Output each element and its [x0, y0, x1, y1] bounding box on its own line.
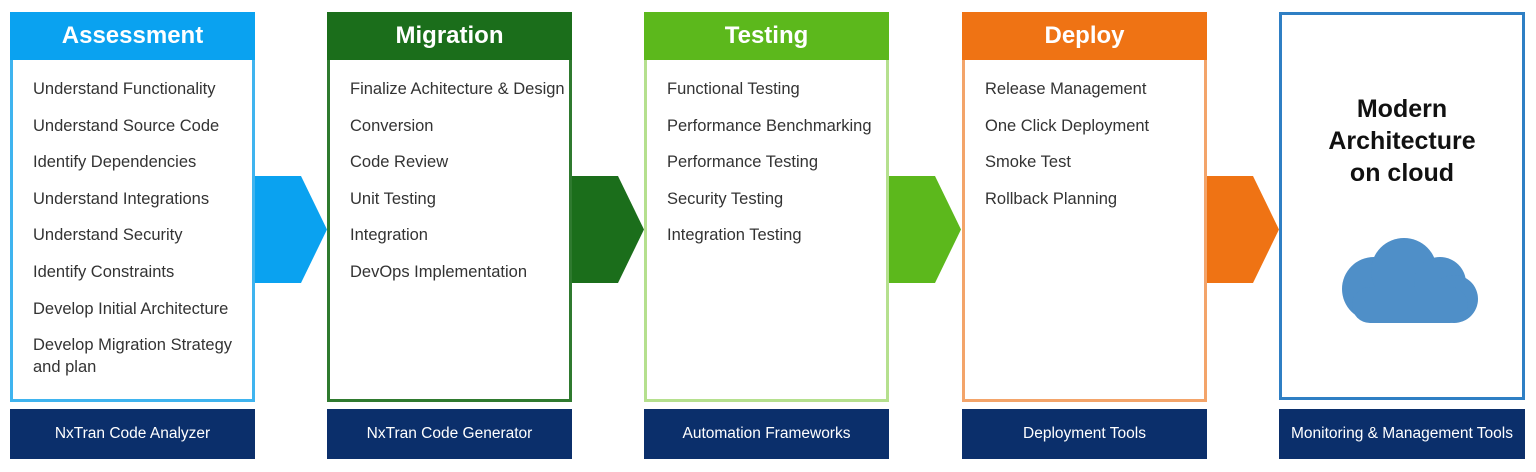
phase-assessment-title: Assessment — [10, 12, 255, 60]
tool-deployment-tools: Deployment Tools — [962, 409, 1207, 459]
task-item: Understand Functionality — [33, 80, 216, 98]
task-item: Understand Source Code — [33, 116, 220, 135]
tool-monitoring-management: Monitoring & Management Tools — [1279, 409, 1525, 459]
phase-testing-tasks: Functional Testing Performance Benchmark… — [644, 60, 889, 402]
task-item: Release Management — [985, 80, 1147, 98]
task-item: Rollback Planning — [985, 189, 1118, 208]
phase-migration: Migration Finalize Achitecture & Design … — [327, 12, 572, 402]
task-item: Develop Migration Strategy and plan — [33, 336, 233, 377]
phase-assessment-tasks: Understand Functionality Understand Sour… — [10, 60, 255, 402]
task-item: Performance Benchmarking — [667, 116, 872, 135]
cloud-icon — [1342, 238, 1478, 323]
phase-testing: Testing Functional Testing Performance B… — [644, 12, 889, 402]
task-item: DevOps Implementation — [350, 262, 527, 281]
task-item: Security Testing — [667, 189, 784, 208]
task-item: Integration — [350, 226, 428, 245]
task-item: Understand Integrations — [33, 189, 210, 208]
task-item: Functional Testing — [667, 80, 800, 98]
arrow-right-icon — [1207, 176, 1279, 283]
phase-deploy-tasks: Release Management One Click Deployment … — [962, 60, 1207, 402]
phase-deploy: Deploy Release Management One Click Depl… — [962, 12, 1207, 402]
arrow-right-icon — [255, 176, 327, 283]
final-title-line: Modern — [1356, 95, 1448, 123]
task-item: One Click Deployment — [985, 116, 1150, 135]
arrow-right-icon — [572, 176, 644, 283]
phase-testing-title: Testing — [644, 12, 889, 60]
task-item: Identify Constraints — [33, 262, 175, 281]
task-item: Finalize Achitecture & Design — [350, 80, 565, 98]
phase-migration-tasks: Finalize Achitecture & Design Conversion… — [327, 60, 572, 402]
final-target-box: Modern Architecture on cloud — [1279, 12, 1525, 400]
task-item: Code Review — [350, 153, 449, 172]
tool-nxtran-code-generator: NxTran Code Generator — [327, 409, 572, 459]
task-item: Conversion — [350, 116, 434, 135]
phase-migration-title: Migration — [327, 12, 572, 60]
task-item: Integration Testing — [667, 226, 802, 245]
task-item: Identify Dependencies — [33, 153, 197, 172]
phase-deploy-title: Deploy — [962, 12, 1207, 60]
task-item: Understand Security — [33, 226, 183, 245]
final-title-line: on cloud — [1349, 159, 1455, 187]
final-title: Modern Architecture on cloud — [1282, 93, 1522, 189]
task-item: Performance Testing — [667, 153, 819, 172]
task-item: Develop Initial Architecture — [33, 299, 229, 318]
task-item: Smoke Test — [985, 153, 1071, 172]
arrow-right-icon — [889, 176, 961, 283]
task-item: Unit Testing — [350, 189, 436, 208]
tool-nxtran-code-analyzer: NxTran Code Analyzer — [10, 409, 255, 459]
phase-assessment: Assessment Understand Functionality Unde… — [10, 12, 255, 402]
final-title-line: Architecture — [1328, 127, 1476, 155]
tool-automation-frameworks: Automation Frameworks — [644, 409, 889, 459]
